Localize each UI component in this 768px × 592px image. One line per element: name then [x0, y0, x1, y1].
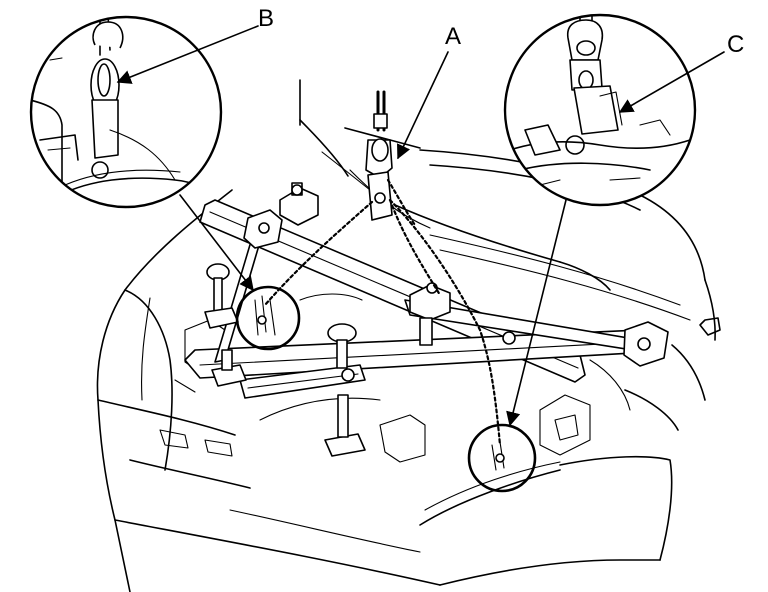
- leader-lines: [116, 25, 725, 427]
- locator-circle-c: [467, 423, 537, 493]
- detail-c: [503, 13, 697, 207]
- locator-circle-b: [235, 285, 301, 351]
- hoist-chain-assembly: [263, 90, 502, 447]
- callout-label-b: B: [258, 5, 274, 32]
- callout-label-a: A: [445, 23, 461, 50]
- detail-b: [29, 15, 223, 209]
- callout-label-c: C: [727, 31, 744, 58]
